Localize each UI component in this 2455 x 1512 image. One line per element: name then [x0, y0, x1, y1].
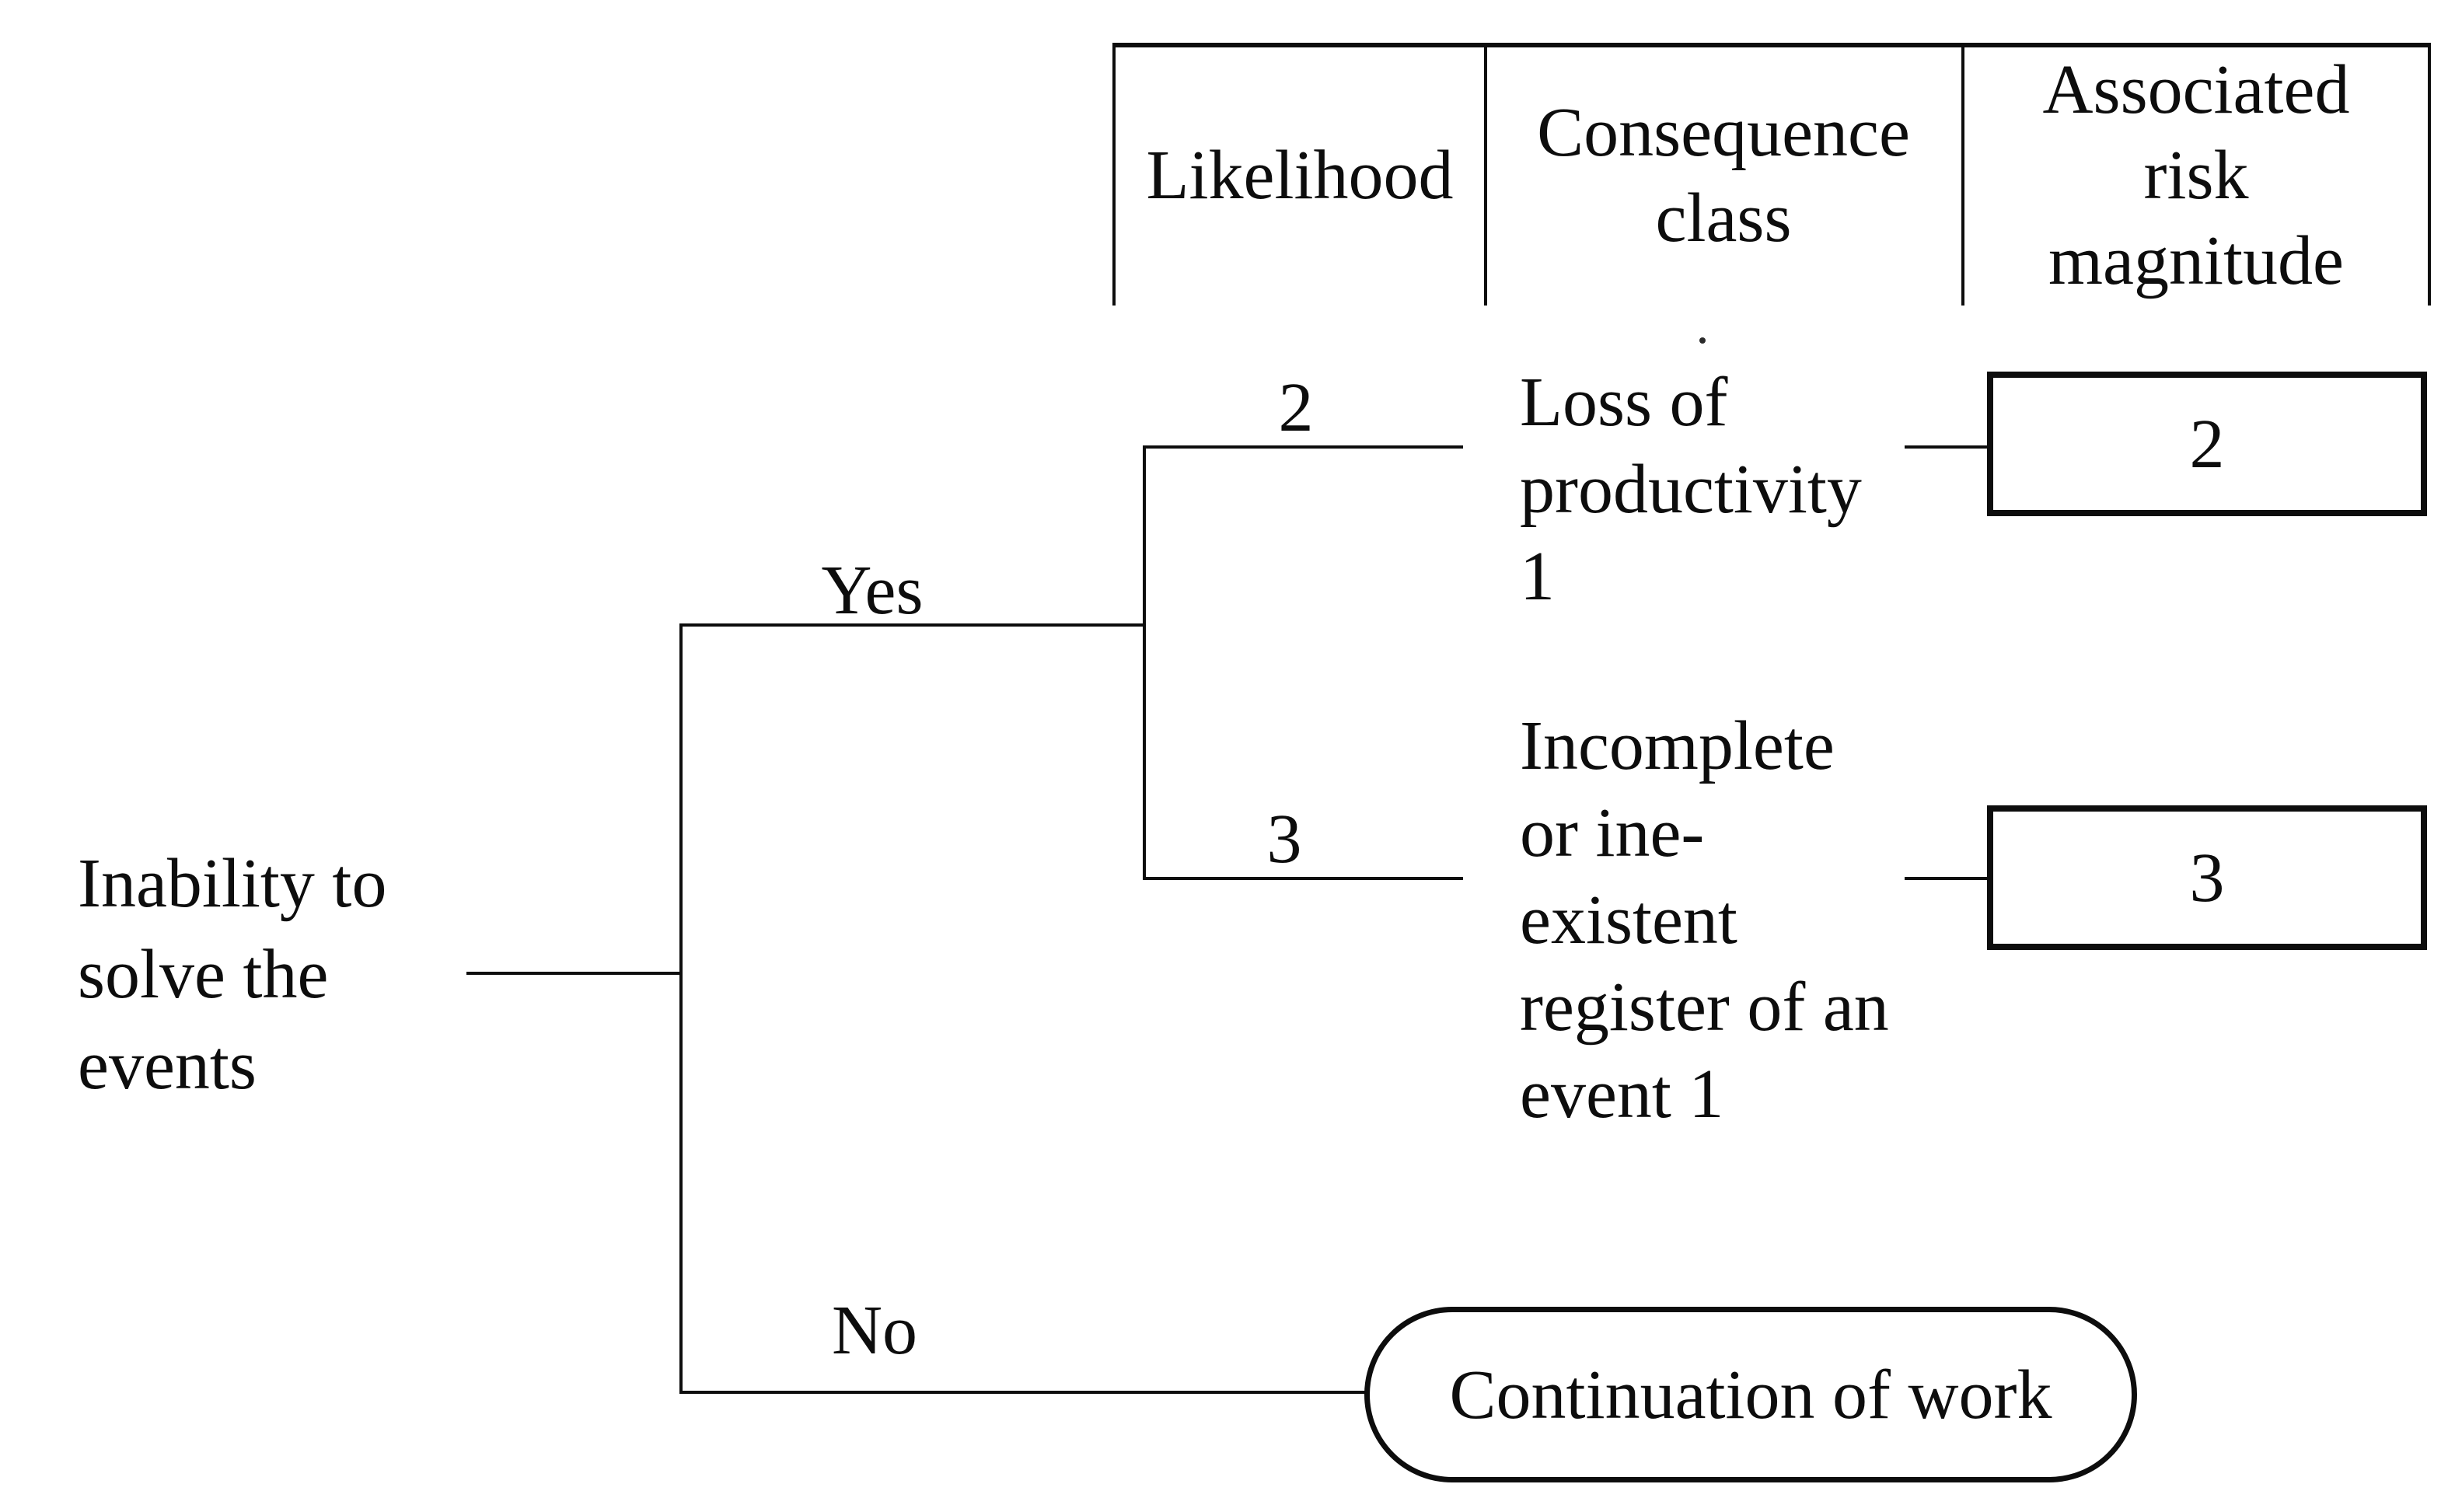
table-border-right — [2428, 43, 2431, 306]
consequence-2-line-3: existent — [1520, 882, 1737, 959]
yes-branch-label: Yes — [821, 552, 924, 629]
header-risk-line-2: risk — [2143, 137, 2249, 214]
consequence-text-1: Loss of productivity 1 — [1520, 359, 1862, 620]
risk-box-3-value: 3 — [2189, 839, 2225, 917]
table-separator-2 — [1961, 43, 1964, 306]
consequence-2-line-5: event 1 — [1520, 1056, 1724, 1133]
fork-line — [1143, 445, 1146, 880]
header-consequence-line-1: Consequence — [1537, 94, 1910, 171]
header-risk-line-3: magnitude — [2048, 222, 2344, 299]
yes-branch-line — [679, 623, 1146, 627]
header-risk-line-1: Associated — [2042, 51, 2350, 128]
root-line-3: events — [78, 1027, 257, 1104]
root-node-text: Inability to solve the events — [78, 838, 386, 1111]
risk-box-2-value: 2 — [2189, 405, 2225, 483]
trunk-line — [679, 623, 683, 1394]
table-separator-1 — [1484, 43, 1487, 306]
no-branch-line — [679, 1391, 1367, 1394]
consequence-2-line-1: Incomplete — [1520, 707, 1835, 784]
header-likelihood: Likelihood — [1116, 47, 1484, 304]
root-line-2: solve the — [78, 936, 329, 1013]
likelihood-3-branch-line — [1143, 877, 1463, 880]
terminal-node: Continuation of work — [1364, 1307, 2137, 1482]
consequence-2-line-4: register of an — [1520, 969, 1889, 1046]
root-line-1: Inability to — [78, 845, 387, 922]
table-border-left — [1112, 43, 1116, 306]
stray-ink-dot — [1699, 337, 1706, 344]
consequence-1-line-3: 1 — [1520, 538, 1555, 615]
risk-box-2: 2 — [1987, 372, 2427, 516]
risk-box-2-connector-line — [1905, 445, 1989, 449]
header-consequence-class: Consequence class — [1487, 47, 1960, 304]
likelihood-2-label: 2 — [1278, 369, 1314, 446]
likelihood-3-label: 3 — [1266, 801, 1302, 878]
terminal-node-label: Continuation of work — [1449, 1356, 2052, 1433]
header-associated-risk-magnitude: Associated risk magnitude — [1966, 47, 2426, 304]
consequence-2-line-2: or ine- — [1520, 794, 1705, 871]
likelihood-2-branch-line — [1143, 445, 1463, 449]
consequence-text-2: Incomplete or ine- existent register of … — [1520, 703, 1889, 1138]
header-likelihood-line: Likelihood — [1146, 137, 1454, 214]
risk-box-3: 3 — [1987, 805, 2427, 950]
root-connector-line — [466, 972, 681, 975]
consequence-1-line-1: Loss of — [1520, 364, 1728, 441]
table-top-rule — [1112, 43, 2431, 47]
consequence-1-line-2: productivity — [1520, 451, 1862, 528]
risk-box-3-connector-line — [1905, 877, 1989, 880]
header-consequence-line-2: class — [1655, 180, 1792, 257]
no-branch-label: No — [832, 1292, 917, 1369]
